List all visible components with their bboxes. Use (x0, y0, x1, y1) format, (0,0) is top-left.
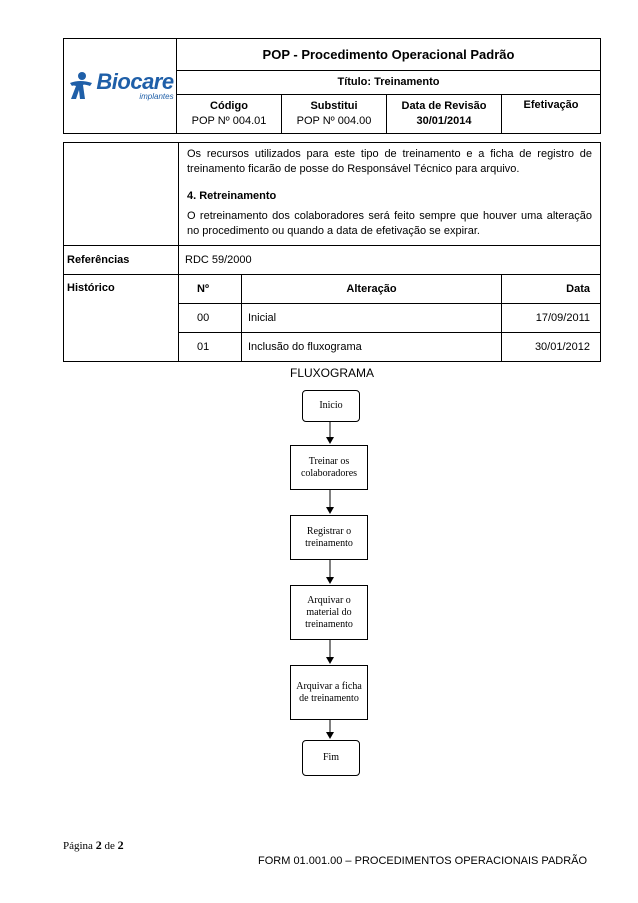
history-number: 01 (197, 341, 210, 353)
flowchart-title: FLUXOGRAMA (290, 366, 375, 380)
page-number: Página 2 de 2 (63, 838, 124, 853)
references-label: Referências (63, 245, 179, 275)
history-date: 30/01/2012 (501, 332, 600, 361)
page-total: 2 (117, 838, 124, 852)
references-value: RDC 59/2000 (178, 245, 601, 275)
page-label: Página (63, 840, 93, 852)
revision-date-value: 30/01/2014 (416, 114, 472, 127)
history-label: Histórico (63, 274, 179, 362)
history-cell: Nº Alteração Data 00 Inicial 17/09/2011 … (178, 274, 601, 362)
flow-step-archive-form: Arquivar a ficha de treinamento (290, 665, 368, 720)
document-subtitle: Título: Treinamento (176, 70, 601, 95)
table-row: 00 Inicial 17/09/2011 (179, 303, 600, 333)
flow-step-register: Registrar o treinamento (290, 515, 368, 560)
replaces-label: Substitui (310, 99, 358, 112)
replaces-value: POP Nº 004.00 (296, 114, 372, 127)
code-label: Código (210, 99, 248, 112)
history-header-row: Nº Alteração Data (179, 275, 600, 304)
form-footer: FORM 01.001.00 – PROCEDIMENTOS OPERACION… (258, 855, 588, 867)
revision-date-label: Data de Revisão (401, 99, 487, 112)
flow-step-train: Treinar os colaboradores (290, 445, 368, 490)
flow-step-archive-material: Arquivar o material do treinamento (290, 585, 368, 640)
page-of: de (104, 840, 115, 852)
history-change: Inicial (241, 303, 502, 333)
history-date: 17/09/2011 (501, 303, 600, 333)
history-header-date: Data (501, 275, 600, 304)
document-body: Os recursos utilizados para este tipo de… (63, 142, 601, 362)
history-header-change: Alteração (241, 275, 502, 304)
table-row: 01 Inclusão do fluxograma 30/01/2012 (179, 332, 600, 361)
history-number: 00 (179, 303, 242, 333)
flow-step-end: Fim (302, 740, 360, 776)
logo-cell: Biocare implantes (63, 38, 177, 134)
history-header-number: Nº (179, 275, 242, 304)
revision-date-cell: Data de Revisão 30/01/2014 (386, 93, 502, 135)
effective-cell: Efetivação (501, 93, 601, 135)
document-title: POP - Procedimento Operacional Padrão (176, 38, 601, 71)
code-value: POP Nº 004.01 (191, 114, 267, 127)
code-cell: Código POP Nº 004.01 (176, 93, 282, 135)
effective-label: Efetivação (523, 98, 579, 111)
logo-text: Biocare (96, 68, 174, 94)
paragraph-resources: Os recursos utilizados para este tipo de… (187, 148, 592, 175)
flow-step-start: Inicio (302, 390, 360, 422)
content-cell: Os recursos utilizados para este tipo de… (178, 142, 601, 246)
history-change: Inclusão do fluxograma (241, 332, 502, 361)
history-table: Nº Alteração Data 00 Inicial 17/09/2011 … (179, 275, 600, 361)
section-heading: 4. Retreinamento (187, 190, 277, 202)
logo-subtext: implantes (139, 91, 174, 101)
figure-icon (70, 72, 93, 99)
document-header: Biocare implantes POP - Procedimento Ope… (63, 38, 601, 135)
page-current: 2 (95, 838, 102, 852)
replaces-cell: Substitui POP Nº 004.00 (281, 93, 387, 135)
paragraph-retraining: O retreinamento dos colaboradores será f… (187, 210, 592, 237)
biocare-logo: Biocare implantes (64, 68, 176, 101)
